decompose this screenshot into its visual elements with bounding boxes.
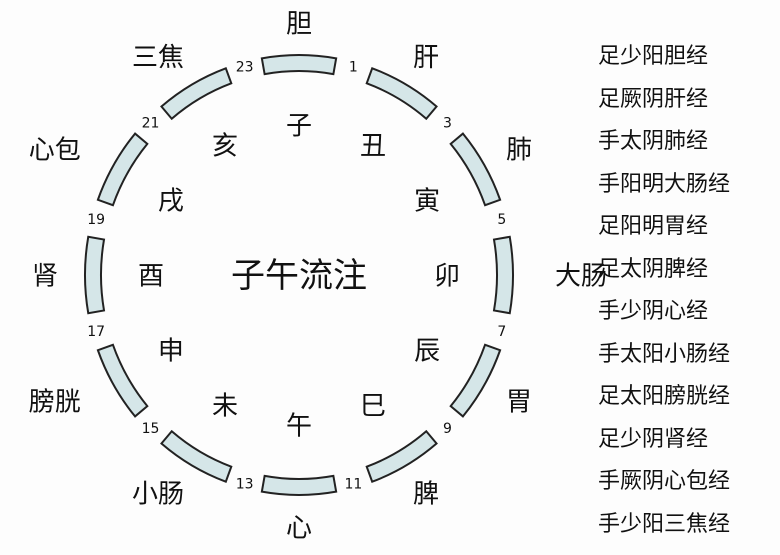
branch-label: 巳: [360, 391, 386, 421]
meridian-item: 手太阴肺经: [598, 129, 709, 154]
hour-segment: [365, 429, 438, 484]
organ-label: 小肠: [132, 480, 184, 510]
hour-number: 5: [497, 212, 506, 228]
organ-label: 肾: [32, 261, 58, 291]
meridian-list: 足少阳胆经足厥阴肝经手太阴肺经手阳明大肠经足阳明胃经足太阴脾经手少阴心经手太阳小…: [598, 36, 730, 546]
meridian-item: 足太阴脾经: [598, 256, 709, 282]
organ-label: 胆: [286, 9, 312, 39]
hour-number: 3: [443, 115, 452, 131]
hour-segment: [365, 66, 438, 121]
branch-label: 戌: [158, 186, 184, 216]
hour-segment: [160, 429, 233, 484]
hour-number: 19: [87, 212, 105, 228]
branch-label: 酉: [138, 261, 164, 291]
branch-label: 未: [212, 391, 238, 421]
hour-number: 9: [443, 421, 452, 437]
organ-label: 心包: [29, 135, 81, 165]
meridian-item: 足太阳膀胱经: [598, 384, 731, 409]
hour-number: 23: [236, 59, 254, 75]
hour-number: 1: [349, 59, 358, 75]
hour-segment: [449, 343, 502, 418]
organ-label: 膀胱: [29, 387, 81, 417]
branch-label: 申: [158, 336, 184, 366]
hour-segment: [449, 132, 502, 207]
hour-segment: [160, 66, 233, 121]
hour-number: 13: [236, 477, 254, 493]
branch-label: 寅: [414, 186, 440, 216]
organ-label: 心: [286, 513, 312, 543]
branch-label: 丑: [360, 131, 386, 161]
organ-label: 脾: [413, 480, 439, 510]
meridian-item: 手少阴心经: [598, 299, 709, 324]
hour-segment: [260, 54, 338, 76]
branch-label: 午: [286, 411, 312, 441]
hour-number: 11: [344, 477, 362, 493]
hour-number: 17: [87, 324, 105, 340]
meridian-item: 手太阳小肠经: [598, 341, 731, 367]
meridian-item: 足少阴肾经: [598, 426, 709, 452]
meridian-item: 手阳明大肠经: [598, 171, 731, 197]
branch-label: 辰: [414, 336, 440, 366]
meridian-item: 手厥阴心包经: [598, 469, 731, 494]
meridian-item: 足阳明胃经: [598, 214, 709, 239]
hour-number: 21: [142, 115, 160, 131]
meridian-item: 足少阳胆经: [598, 44, 709, 69]
hour-segment: [84, 235, 106, 315]
hour-number: 15: [142, 421, 160, 437]
hour-segment: [492, 235, 514, 315]
branch-label: 亥: [212, 131, 238, 161]
organ-label: 肝: [413, 43, 439, 73]
hour-segment: [96, 132, 149, 207]
organ-label: 三焦: [132, 43, 184, 73]
organ-label: 大肠: [555, 261, 607, 291]
branch-label: 子: [286, 111, 312, 141]
hour-segment: [96, 343, 149, 418]
diagram-title: 子午流注: [231, 256, 367, 296]
meridian-item: 足厥阴肝经: [598, 86, 709, 112]
hour-number: 7: [497, 324, 506, 340]
hour-segment: [260, 474, 338, 496]
meridian-item: 手少阳三焦经: [598, 511, 731, 537]
organ-label: 胃: [506, 387, 532, 417]
branch-label: 卯: [434, 261, 460, 291]
organ-label: 肺: [506, 135, 532, 165]
